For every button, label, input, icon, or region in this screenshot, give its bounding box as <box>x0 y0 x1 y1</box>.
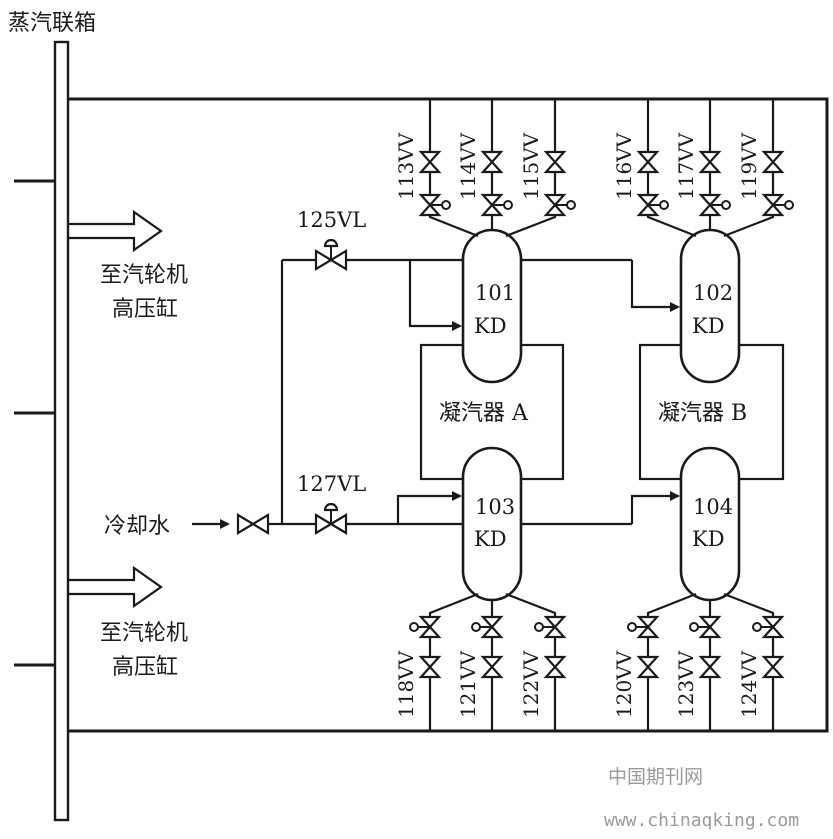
top-branch-to-101 <box>408 260 462 331</box>
valve-127vl-label: 127VL <box>297 472 366 496</box>
vent-group-102 <box>636 99 794 238</box>
outer-frame <box>68 97 829 733</box>
vessel-102-type: KD <box>692 314 725 338</box>
to-turbine-lower-line2: 高压缸 <box>112 655 178 680</box>
steam-header-bar <box>53 40 70 822</box>
vessel-101 <box>461 228 523 384</box>
header-title: 蒸汽联箱 <box>8 11 96 36</box>
condenser-b-label: 凝汽器 B <box>658 401 747 426</box>
tag-115vv: 115VV <box>519 132 543 200</box>
vessel-103 <box>461 446 523 602</box>
drain-group-103 <box>409 592 567 731</box>
to-turbine-upper-line2: 高压缸 <box>112 297 178 322</box>
vent-group-101 <box>418 99 576 238</box>
bottom-branch-to-104 <box>630 491 680 524</box>
to-turbine-upper-line1: 至汽轮机 <box>100 263 188 288</box>
vessel-103-id: 103 <box>475 495 515 519</box>
valve-125vl-label: 125VL <box>297 208 366 232</box>
arrow-to-turbine-lower <box>68 565 163 609</box>
vessel-101-id: 101 <box>475 281 515 305</box>
watermark-url: www.chinaqking.com <box>604 810 799 831</box>
bottom-branch-to-103 <box>396 491 462 524</box>
tag-122vv: 122VV <box>519 650 543 718</box>
tag-124vv: 124VV <box>737 650 761 718</box>
tag-118vv: 118VV <box>394 650 418 718</box>
vessel-104-id: 104 <box>693 495 733 519</box>
top-branch-to-102 <box>630 260 680 312</box>
vessel-103-type: KD <box>474 527 507 551</box>
tag-120vv: 120VV <box>612 650 636 718</box>
arrow-to-turbine-upper <box>68 209 163 253</box>
tag-119vv: 119VV <box>737 132 761 200</box>
drain-group-104 <box>627 592 785 731</box>
valve-125vl <box>314 238 348 271</box>
vessel-104 <box>679 446 741 602</box>
vessel-102-id: 102 <box>693 281 733 305</box>
inlet-valve <box>236 513 270 535</box>
vessel-102 <box>679 228 741 384</box>
condenser-a-label: 凝汽器 A <box>439 401 529 426</box>
tag-117vv: 117VV <box>674 132 698 200</box>
tag-114vv: 114VV <box>456 132 480 200</box>
tag-116vv: 116VV <box>612 132 636 200</box>
cooling-water-label: 冷却水 <box>104 514 170 539</box>
tag-121vv: 121VV <box>456 650 480 718</box>
vessel-104-type: KD <box>692 527 725 551</box>
tag-113vv: 113VV <box>394 132 418 200</box>
vessel-101-type: KD <box>474 314 507 338</box>
watermark-site-name: 中国期刊网 <box>608 766 703 788</box>
valve-127vl <box>314 502 348 535</box>
to-turbine-lower-line1: 至汽轮机 <box>100 621 188 646</box>
tag-123vv: 123VV <box>674 650 698 718</box>
